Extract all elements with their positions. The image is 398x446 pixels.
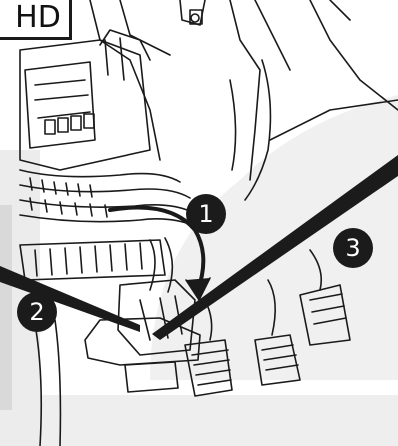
callout-1: 1 bbox=[186, 194, 226, 234]
hd-badge: HD bbox=[0, 0, 72, 40]
callout-3: 3 bbox=[333, 228, 373, 268]
left-grey-panel bbox=[0, 205, 12, 410]
callout-2: 2 bbox=[17, 292, 57, 332]
